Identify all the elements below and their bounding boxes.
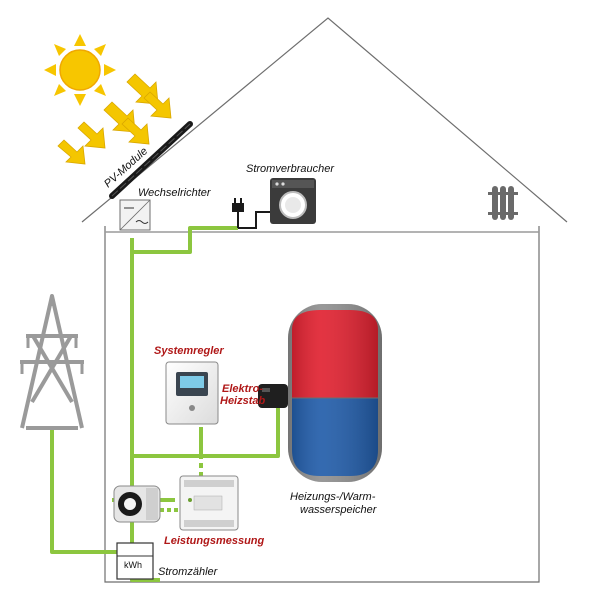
sun-icon bbox=[44, 34, 116, 106]
system-controller-icon bbox=[165, 361, 219, 425]
plug-icon bbox=[232, 198, 272, 229]
house-outline bbox=[81, 17, 568, 583]
sunlight-arrows bbox=[57, 73, 172, 165]
power-pylon-icon bbox=[20, 294, 84, 430]
inverter-icon bbox=[119, 199, 151, 231]
current-clamp-icon bbox=[113, 485, 161, 523]
tank-label-1: Heizungs-/Warm- bbox=[290, 491, 376, 503]
kwh-label: kWh bbox=[124, 560, 142, 570]
power-measurement-label: Leistungsmessung bbox=[164, 535, 265, 547]
electricity-meter-label: Stromzähler bbox=[158, 566, 219, 578]
controller-label: Systemregler bbox=[154, 345, 224, 357]
heater-label-2: Heizstab bbox=[220, 395, 266, 407]
tank-label-2: wasserspeicher bbox=[300, 504, 378, 516]
consumer-label: Stromverbraucher bbox=[246, 163, 335, 175]
heater-label-1: Elektro- bbox=[222, 383, 263, 395]
power-measurement-icon bbox=[179, 475, 239, 531]
electricity-meter-icon bbox=[116, 542, 154, 580]
storage-tank-icon bbox=[288, 304, 382, 482]
inverter-label: Wechselrichter bbox=[138, 187, 212, 199]
radiator-icon bbox=[488, 186, 518, 220]
pylon-insulators bbox=[20, 336, 84, 374]
pv-module bbox=[109, 121, 193, 199]
washing-machine-icon bbox=[270, 178, 316, 224]
